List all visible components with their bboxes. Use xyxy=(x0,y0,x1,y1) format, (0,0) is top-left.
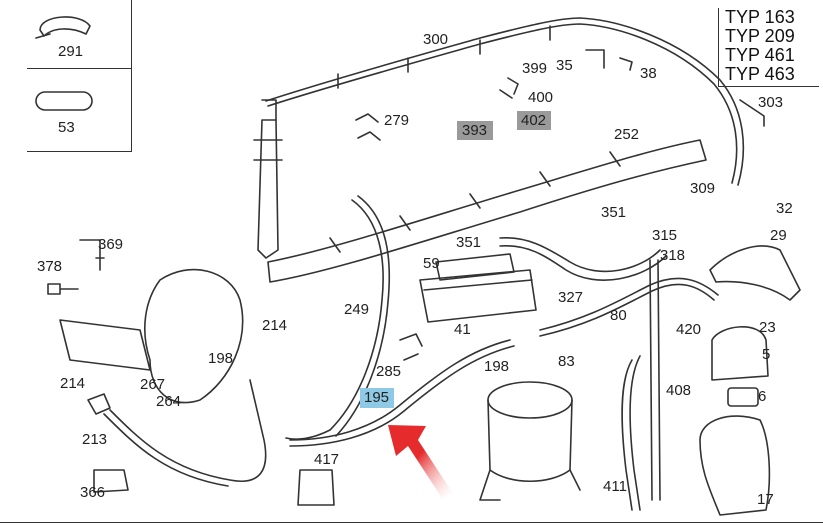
part-label-411[interactable]: 411 xyxy=(603,478,627,495)
injector xyxy=(257,119,279,259)
part-label-29[interactable]: 29 xyxy=(770,227,787,244)
vehicle-type-box: TYP 163 TYP 209 TYP 461 TYP 463 xyxy=(718,8,819,87)
vehicle-type-3: TYP 461 xyxy=(725,45,795,65)
part-label-80[interactable]: 80 xyxy=(610,307,627,324)
hp-pump xyxy=(144,268,244,404)
part-label-300[interactable]: 300 xyxy=(423,31,449,48)
part-label-198-right[interactable]: 198 xyxy=(484,358,510,375)
inset-panel xyxy=(27,0,132,152)
part-label-264[interactable]: 264 xyxy=(156,393,182,410)
hose-327 xyxy=(499,237,661,273)
part-label-41[interactable]: 41 xyxy=(454,321,471,338)
vehicle-type-2: TYP 209 xyxy=(725,26,795,46)
part-label-291[interactable]: 291 xyxy=(58,43,84,60)
part-label-285[interactable]: 285 xyxy=(376,363,402,380)
part-label-399[interactable]: 399 xyxy=(522,60,548,77)
part-label-83[interactable]: 83 xyxy=(558,353,575,370)
part-label-366[interactable]: 366 xyxy=(80,484,106,501)
part-label-408[interactable]: 408 xyxy=(666,382,692,399)
part-label-327[interactable]: 327 xyxy=(558,289,584,306)
part-label-402[interactable]: 402 xyxy=(521,112,547,129)
part-label-417[interactable]: 417 xyxy=(314,451,340,468)
part-label-303[interactable]: 303 xyxy=(758,94,784,111)
hose-411 xyxy=(621,355,641,511)
pump-41 xyxy=(419,269,537,323)
part-label-309[interactable]: 309 xyxy=(690,180,716,197)
part-label-198-left[interactable]: 198 xyxy=(208,350,234,367)
part-label-315[interactable]: 315 xyxy=(652,227,678,244)
fuel-filter xyxy=(487,381,573,419)
pipe-213 xyxy=(109,379,267,482)
part-label-32[interactable]: 32 xyxy=(776,200,793,217)
vehicle-type-4: TYP 463 xyxy=(725,64,795,84)
part-label-267[interactable]: 267 xyxy=(140,376,166,393)
part-label-23[interactable]: 23 xyxy=(759,319,776,336)
housing-17 xyxy=(699,415,771,516)
valve-5 xyxy=(711,326,769,381)
part-label-420[interactable]: 420 xyxy=(676,321,702,338)
part-label-369[interactable]: 369 xyxy=(98,236,124,253)
pipe-195 xyxy=(289,339,511,441)
hose-408 xyxy=(649,259,661,501)
part-label-318[interactable]: 318 xyxy=(660,247,686,264)
part-label-53[interactable]: 53 xyxy=(58,119,75,136)
part-label-35[interactable]: 35 xyxy=(556,57,573,74)
part-label-279[interactable]: 279 xyxy=(384,112,410,129)
part-label-214-lower[interactable]: 214 xyxy=(60,375,86,392)
part-label-378[interactable]: 378 xyxy=(37,258,63,275)
part-label-252[interactable]: 252 xyxy=(614,126,640,143)
part-label-213[interactable]: 213 xyxy=(82,431,108,448)
part-label-351-upper[interactable]: 351 xyxy=(601,204,627,221)
bottom-rule xyxy=(0,522,823,523)
pipe-249 xyxy=(285,199,384,440)
part-label-59[interactable]: 59 xyxy=(423,255,440,272)
part-label-351-lower[interactable]: 351 xyxy=(456,234,482,251)
fuel-rail xyxy=(267,139,707,283)
highlight-arrow xyxy=(388,425,452,498)
return-line-300 xyxy=(265,17,745,186)
part-label-5[interactable]: 5 xyxy=(762,346,771,363)
part-label-38[interactable]: 38 xyxy=(640,65,657,82)
bracket-29 xyxy=(709,245,801,301)
inset-divider xyxy=(27,68,131,69)
part-label-17[interactable]: 17 xyxy=(757,491,774,508)
part-label-393[interactable]: 393 xyxy=(462,122,488,139)
vehicle-type-1: TYP 163 xyxy=(725,7,795,27)
part-label-249[interactable]: 249 xyxy=(344,301,370,318)
part-label-6[interactable]: 6 xyxy=(758,388,767,405)
part-label-400[interactable]: 400 xyxy=(528,89,554,106)
part-label-195[interactable]: 195 xyxy=(364,389,390,406)
part-label-214-upper[interactable]: 214 xyxy=(262,317,288,334)
